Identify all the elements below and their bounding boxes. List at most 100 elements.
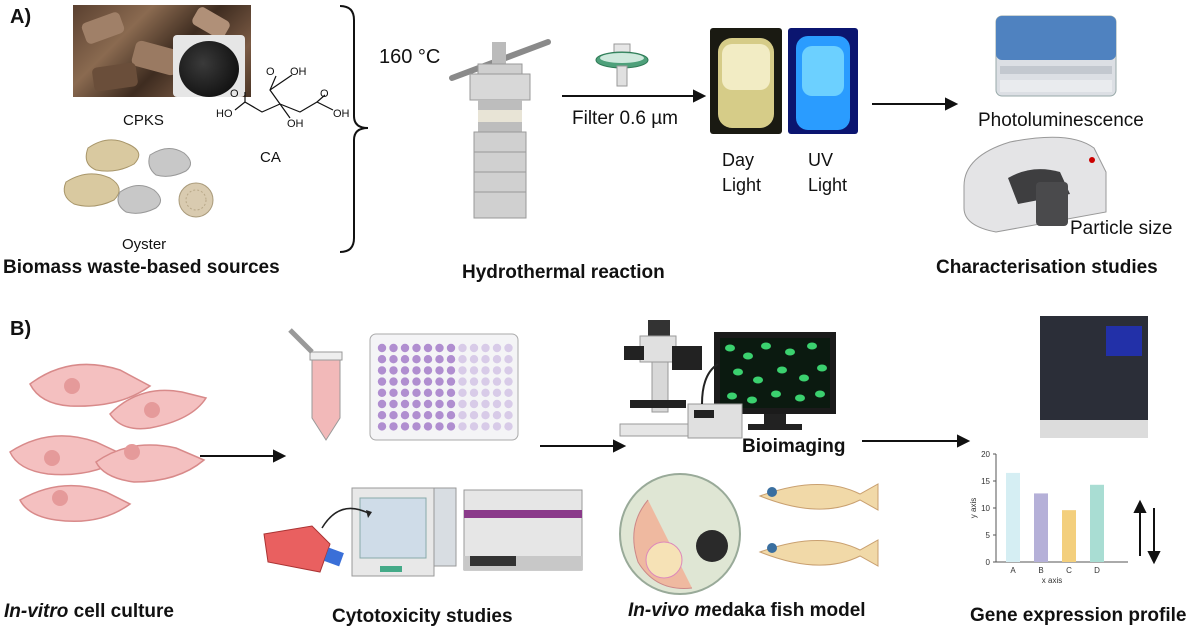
medaka-embryo-icon [619, 473, 741, 595]
plate-well [492, 377, 502, 386]
plate-well [377, 388, 387, 397]
plate-well [423, 411, 433, 420]
uv-light-vial [788, 28, 858, 134]
plate-well [481, 422, 490, 431]
cell-culture-icon [9, 363, 208, 523]
plate-well [389, 355, 398, 364]
plate-well [400, 377, 410, 386]
x-tick-label: B [1038, 566, 1043, 575]
chem-ho: HO [216, 108, 233, 120]
plate-well [435, 422, 444, 431]
oyster-shells [63, 139, 214, 218]
x-axis-label: x axis [1042, 576, 1062, 585]
plate-well [481, 366, 490, 375]
plate-well [389, 422, 398, 431]
plate-well [469, 399, 479, 409]
plate-well [412, 422, 421, 431]
plate-well [423, 399, 433, 409]
plate-well [458, 377, 467, 386]
plate-well [435, 388, 444, 397]
temperature-label: 160 °C [379, 46, 441, 68]
fluorescent-cell [747, 396, 757, 404]
plate-well [492, 388, 502, 397]
plate-well [435, 355, 444, 364]
plate-well [400, 366, 410, 375]
hydrothermal-caption: Hydrothermal reaction [462, 262, 665, 283]
plate-well [412, 377, 421, 386]
particle-size-label: Particle size [1070, 218, 1173, 239]
bar-C [1062, 510, 1076, 562]
chem-o-2: O [230, 88, 239, 100]
microscope-icon [619, 320, 702, 437]
plate-well [400, 388, 410, 397]
photoluminescence-label: Photoluminescence [978, 110, 1144, 131]
y-tick-label: 5 [986, 531, 991, 540]
plate-well [377, 355, 387, 364]
plate-well [412, 343, 421, 353]
bar-D [1090, 484, 1104, 562]
bar-B [1034, 493, 1048, 562]
bar-A [1006, 472, 1020, 562]
autoclave-icon [449, 39, 551, 219]
panel-b-label: B) [10, 318, 32, 340]
plate-well [469, 343, 479, 353]
plate-well [435, 366, 444, 375]
plate-well [412, 411, 421, 420]
fluorescent-cell [771, 390, 781, 398]
plate-well [504, 388, 513, 397]
y-tick-label: 15 [981, 477, 990, 486]
chem-oh-1: OH [290, 66, 307, 78]
plate-well [458, 343, 467, 353]
plate-well [377, 399, 387, 409]
medaka-caption: In-vivo medaka fish model [628, 600, 866, 622]
plate-well [458, 388, 467, 397]
medaka-italic: In-vivo m [628, 600, 712, 621]
plate-well [469, 422, 479, 431]
plate-well [504, 355, 513, 364]
plate-well [400, 411, 410, 420]
plate-well [412, 388, 421, 397]
cell-culture-caption: In-vitro cell culture [4, 601, 174, 623]
plate-well [412, 366, 421, 375]
plate-well [469, 377, 479, 386]
plate-well [389, 377, 398, 386]
day-light-line-1: Day [722, 150, 755, 170]
y-tick-label: 0 [986, 558, 991, 567]
tube-icon [288, 328, 343, 441]
particle-size-instrument [963, 136, 1107, 233]
plate-well [492, 399, 502, 409]
plate-well [389, 411, 398, 420]
qpcr-machine-icon [1040, 316, 1148, 438]
cytotoxicity-caption: Cytotoxicity studies [332, 606, 513, 627]
fluorescent-cell [777, 366, 787, 374]
plate-well [435, 377, 444, 386]
bioimaging-caption: Bioimaging [742, 436, 846, 457]
fluorescent-cell [799, 374, 809, 382]
fluorescent-cell [725, 344, 735, 352]
plate-well [446, 422, 456, 431]
plate-well [400, 399, 410, 409]
ca-label: CA [260, 149, 281, 166]
fluorescent-cell [795, 394, 805, 402]
well-plate-icon [369, 333, 519, 441]
oyster-label: Oyster [122, 236, 167, 253]
x-tick-label: D [1094, 566, 1100, 575]
plate-well [492, 355, 502, 364]
citric-acid-structure [234, 74, 334, 119]
plate-well [412, 355, 421, 364]
fluorescent-cell [807, 342, 817, 350]
plate-well [423, 388, 433, 397]
black-disc [179, 41, 239, 97]
day-light-vial [710, 28, 782, 134]
plate-well [389, 399, 398, 409]
incubator-icon [351, 487, 457, 577]
plate-well [389, 366, 398, 375]
panel-a-label: A) [10, 6, 32, 28]
plate-well [504, 399, 513, 409]
day-light-line-2: Light [722, 175, 762, 195]
flask-icon [263, 507, 372, 573]
cpks-photo [73, 5, 251, 97]
plate-well [469, 411, 479, 420]
plate-well [504, 422, 513, 431]
